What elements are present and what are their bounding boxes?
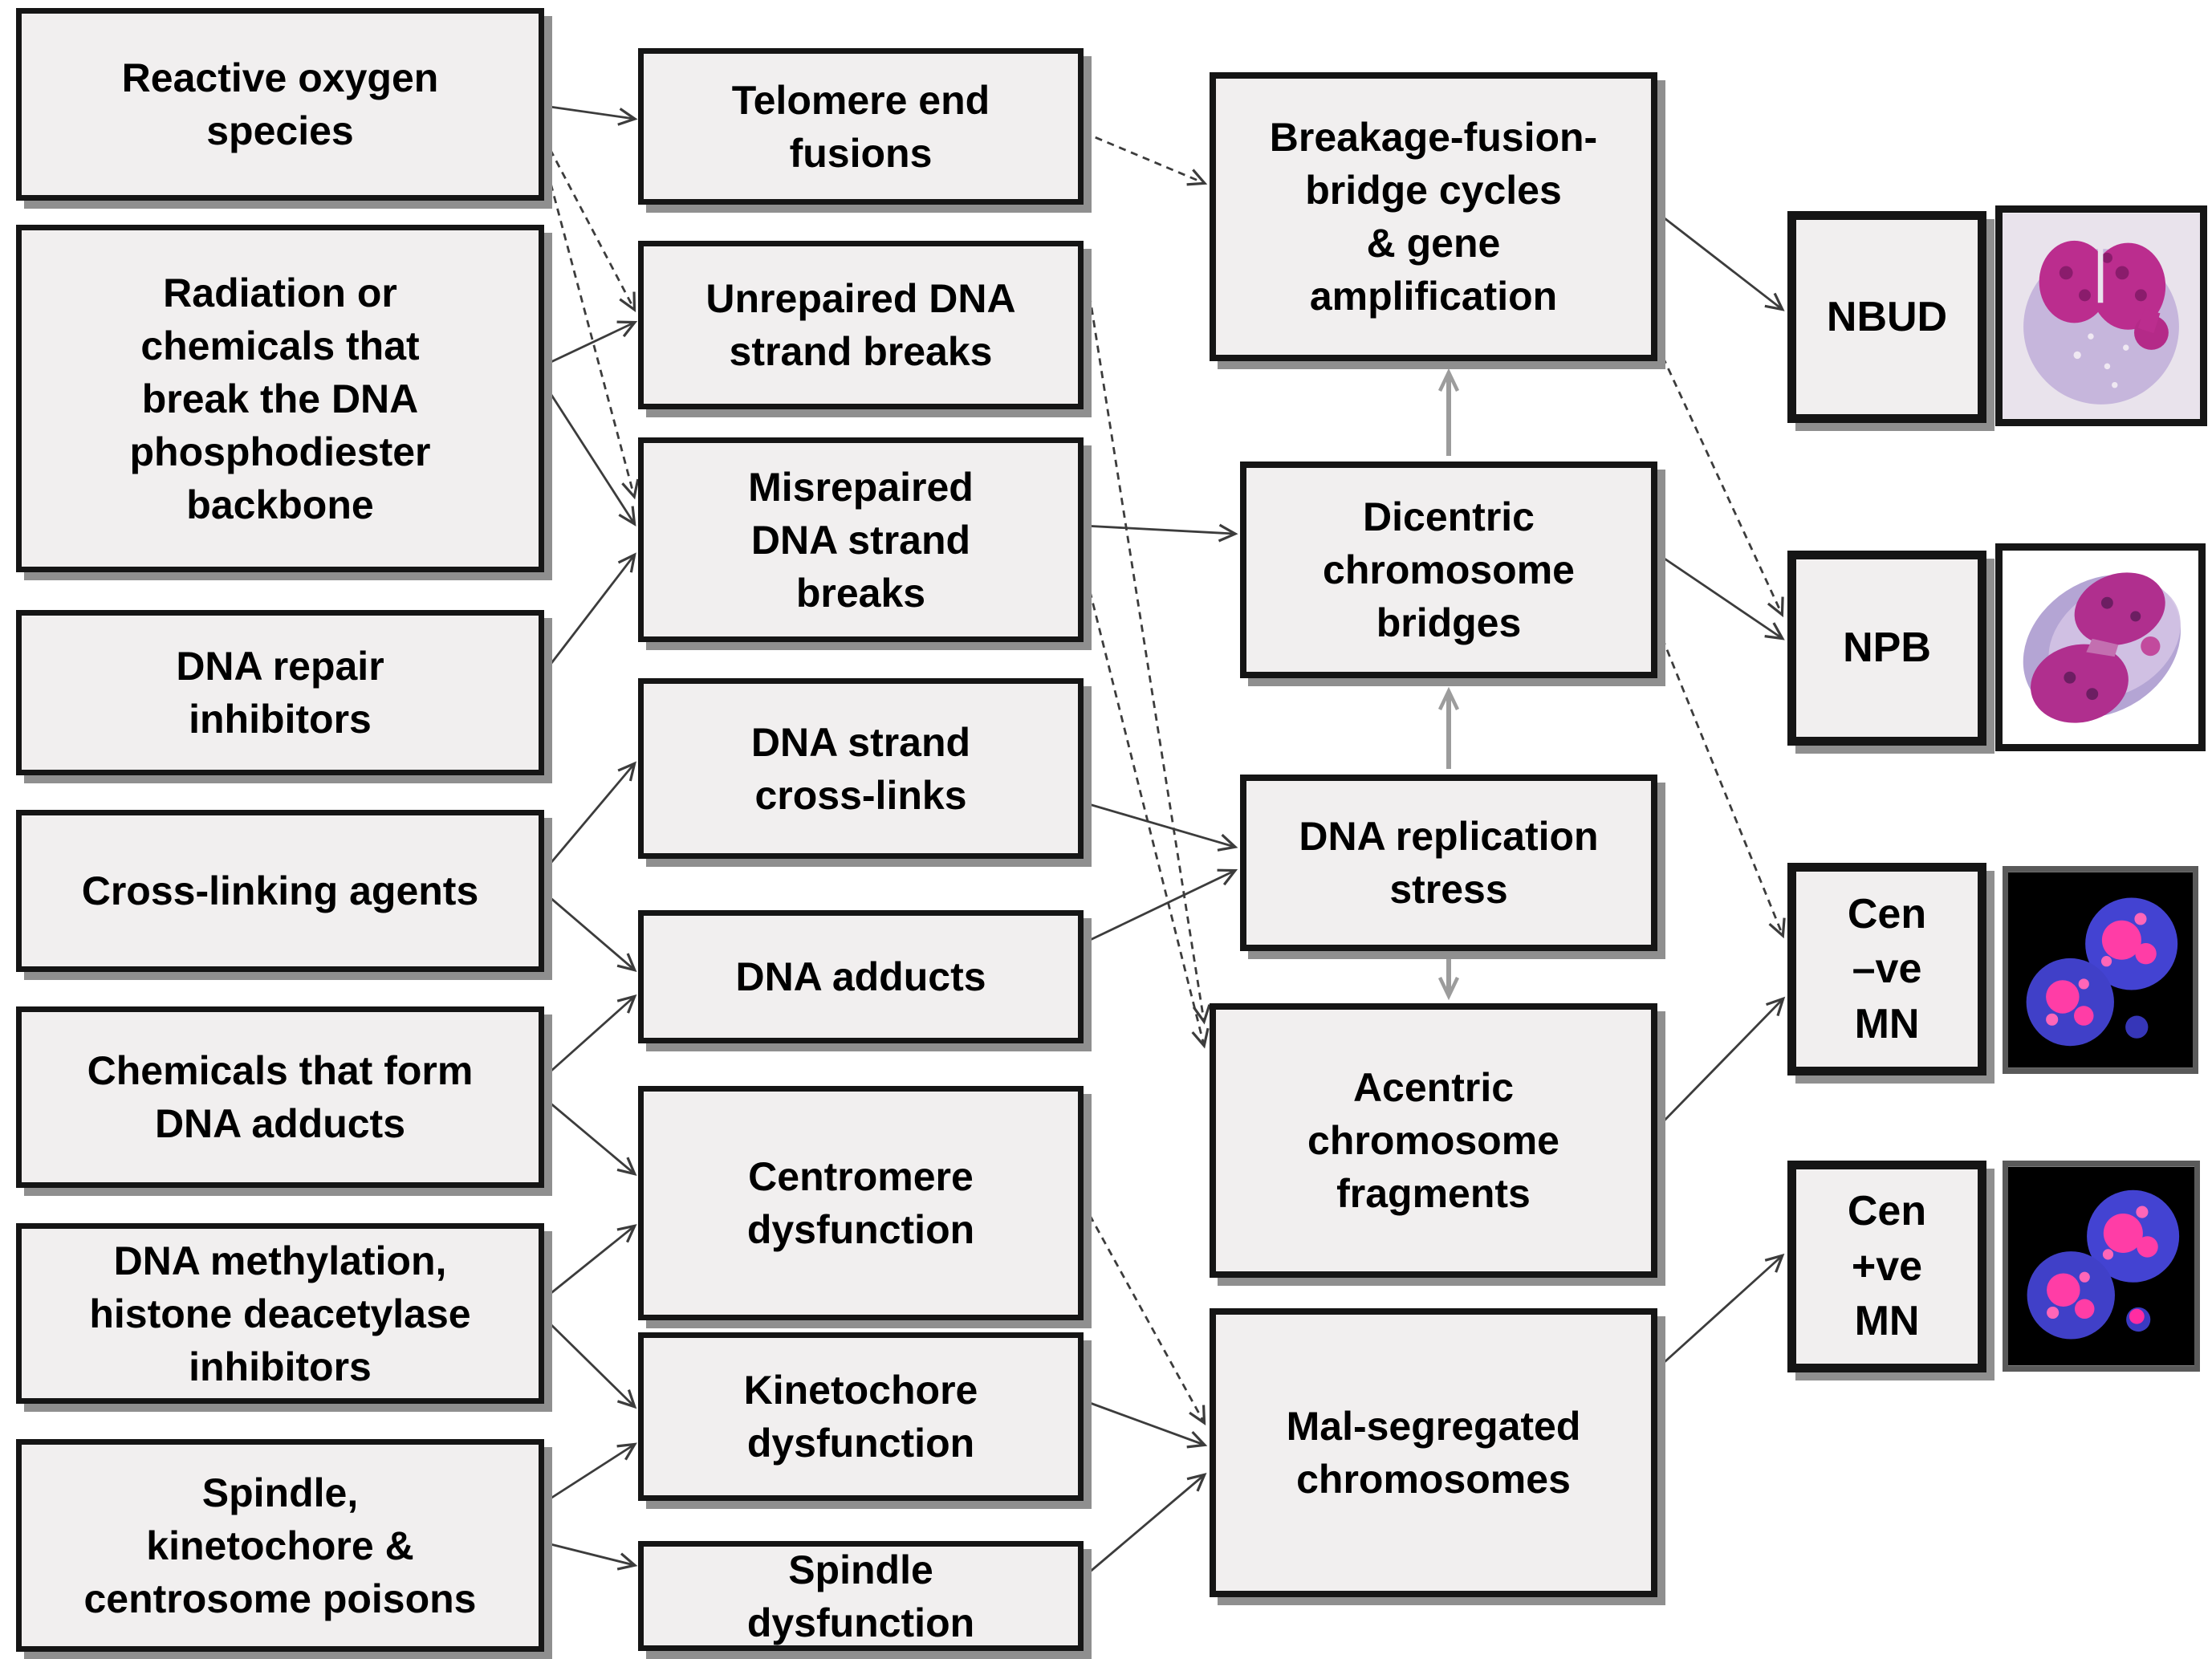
edge-dna-strand-cross-links--dna-replication-stress [1083, 801, 1238, 852]
node-acentric-chromosome-fragments: Acentric chromosome fragments [1210, 1003, 1657, 1278]
edge-chemicals-dna-adducts--centromere-dysfunction [543, 1096, 637, 1176]
edge-mal-segregated--cen-pos-mn [1657, 1253, 1785, 1370]
edge-centromere-dysfunction--mal-segregated [1082, 1203, 1206, 1426]
node-npb: NPB [1787, 551, 1986, 746]
node-dna-adducts: DNA adducts [638, 910, 1084, 1043]
edge-kinetochore-dysfunction--mal-segregated [1083, 1399, 1208, 1449]
node-unrepaired-dna-strand-breaks: Unrepaired DNA strand breaks [638, 241, 1084, 409]
npb-micrograph [1995, 543, 2206, 751]
node-radiation-chemicals: Radiation or chemicals that break the DN… [16, 225, 544, 572]
edge-radiation--unrepaired-breaks [543, 320, 638, 367]
cen-positive-mn-micrograph [2003, 1161, 2200, 1372]
edge-bfb-cycles--npb [1656, 344, 1784, 618]
node-chemicals-that-form-dna-adducts: Chemicals that form DNA adducts [16, 1006, 544, 1188]
node-spindle-kinetochore-centrosome-poisons: Spindle, kinetochore & centrosome poison… [16, 1439, 544, 1652]
edge-ros--misrepaired-breaks [543, 158, 640, 500]
node-dna-replication-stress: DNA replication stress [1240, 775, 1657, 951]
nbud-micrograph [1995, 205, 2207, 426]
node-spindle-dysfunction: Spindle dysfunction [638, 1541, 1084, 1651]
node-dna-methylation-hdac-inhibitors: DNA methylation, histone deacetylase inh… [16, 1223, 544, 1404]
node-nbud: NBUD [1787, 211, 1986, 423]
node-centromere-dysfunction: Centromere dysfunction [638, 1086, 1084, 1320]
node-dicentric-chromosome-bridges: Dicentric chromosome bridges [1240, 462, 1657, 678]
cen-negative-mn-micrograph [2003, 866, 2198, 1074]
edge-misrepaired-breaks--acentric-fragments [1082, 565, 1210, 1049]
node-cen-positive-mn: Cen +ve MN [1787, 1161, 1986, 1372]
node-cen-negative-mn: Cen –ve MN [1787, 863, 1986, 1076]
node-breakage-fusion-bridge-cycles: Breakage-fusion- bridge cycles & gene am… [1210, 72, 1657, 361]
node-dna-strand-cross-links: DNA strand cross-links [638, 678, 1084, 859]
node-kinetochore-dysfunction: Kinetochore dysfunction [638, 1332, 1084, 1501]
edge-unrepaired-breaks--acentric-fragments [1082, 256, 1211, 1025]
edge-dna-methylation--centromere-dysfunction [543, 1224, 637, 1300]
edge-bfb-cycles--nbud [1657, 211, 1785, 311]
node-reactive-oxygen-species: Reactive oxygen species [16, 8, 544, 201]
edge-dna-repair-inhibitors--misrepaired-breaks [543, 552, 636, 673]
edge-misrepaired-breaks--dicentric-bridges [1083, 523, 1238, 543]
edge-cross-linking-agents--dna-strand-cross-links [543, 761, 636, 872]
edge-ros--unrepaired-breaks [543, 137, 636, 313]
node-misrepaired-dna-strand-breaks: Misrepaired DNA strand breaks [638, 437, 1084, 642]
edge-dna-adducts--dna-replication-stress [1083, 868, 1238, 945]
edge-spindle-poisons--spindle-dysfunction [543, 1541, 638, 1571]
edge-telomere-end-fusions--bfb-cycles [1083, 131, 1208, 186]
node-dna-repair-inhibitors: DNA repair inhibitors [16, 610, 544, 775]
edge-spindle-poisons--kinetochore-dysfunction [543, 1442, 637, 1504]
edge-dicentric-bridges--cen-neg-mn [1656, 625, 1786, 939]
edge-dicentric-bridges--npb [1657, 552, 1785, 640]
node-telomere-end-fusions: Telomere end fusions [638, 48, 1084, 205]
edge-ros--telomere-end-fusions [543, 104, 638, 126]
edge-dna-methylation--kinetochore-dysfunction [543, 1317, 637, 1409]
node-mal-segregated-chromosomes: Mal-segregated chromosomes [1210, 1308, 1657, 1597]
edge-acentric-fragments--cen-neg-mn [1656, 996, 1786, 1128]
edge-spindle-dysfunction--mal-segregated [1083, 1473, 1207, 1579]
edge-chemicals-dna-adducts--dna-adducts [543, 994, 637, 1079]
edge-cross-linking-agents--dna-adducts [543, 891, 637, 972]
edge-radiation--misrepaired-breaks [543, 383, 636, 527]
node-cross-linking-agents: Cross-linking agents [16, 810, 544, 972]
